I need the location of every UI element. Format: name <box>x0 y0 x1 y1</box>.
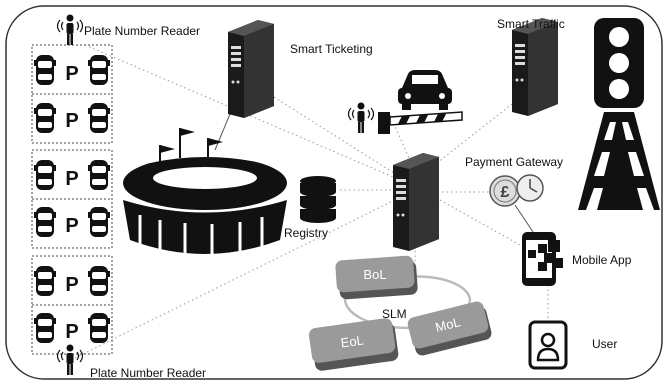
car-icon <box>88 313 110 343</box>
user-card-icon <box>528 320 568 370</box>
currency-icon: £ <box>489 175 521 207</box>
database-icon <box>300 176 336 223</box>
smartphone-icon <box>522 232 563 286</box>
plate-reader-bottom-label: Plate Number Reader <box>90 366 206 380</box>
parking-sign: P <box>65 63 78 85</box>
clock-icon <box>516 174 544 202</box>
car-icon <box>88 103 110 133</box>
barrier-icon <box>378 111 463 134</box>
server-icon <box>512 18 558 116</box>
mol-label: MoL <box>434 314 462 335</box>
user-label: User <box>592 337 617 351</box>
parking-lot: P P P P P P <box>31 44 113 355</box>
car-icon <box>398 70 452 110</box>
traffic-light-icon <box>594 18 644 108</box>
person-wireless-icon <box>347 101 375 134</box>
mol-key: MoL <box>407 301 492 356</box>
smart-ticketing-label: Smart Ticketing <box>290 42 373 56</box>
server-icon <box>393 153 439 251</box>
slm-lifecycle: BoL MoL EoL SLM <box>308 255 492 371</box>
parking-block-1: P P <box>31 44 113 144</box>
payment-app-link <box>514 204 536 236</box>
car-icon <box>34 103 56 133</box>
road-icon <box>578 112 660 210</box>
currency-symbol: £ <box>501 184 510 201</box>
parking-block-2: P P <box>31 149 113 249</box>
parking-sign: P <box>65 274 78 296</box>
person-wireless-icon <box>56 343 84 376</box>
slm-label: SLM <box>382 307 407 321</box>
stadium-icon <box>123 128 287 257</box>
car-icon <box>88 160 110 190</box>
car-icon <box>88 55 110 85</box>
server-icon <box>228 20 274 118</box>
bol-key: BoL <box>335 255 418 300</box>
parking-sign: P <box>65 168 78 190</box>
eol-label: EoL <box>340 332 365 350</box>
car-icon <box>34 55 56 85</box>
car-icon <box>34 160 56 190</box>
plate-reader-top-label: Plate Number Reader <box>84 24 200 38</box>
bol-label: BoL <box>363 267 386 282</box>
payment-gateway-label: Payment Gateway <box>465 155 563 169</box>
outer-frame <box>5 5 663 380</box>
car-icon <box>88 266 110 296</box>
parking-block-3: P P <box>31 255 113 355</box>
mobile-app-label: Mobile App <box>572 253 632 267</box>
parking-sign: P <box>65 321 78 343</box>
car-icon <box>34 207 56 237</box>
smart-traffic-label: Smart Traffic <box>497 17 565 31</box>
eol-key: EoL <box>308 318 399 371</box>
car-icon <box>88 207 110 237</box>
car-icon <box>34 313 56 343</box>
person-wireless-icon <box>56 13 84 46</box>
parking-sign: P <box>65 110 78 132</box>
car-icon <box>34 266 56 296</box>
parking-sign: P <box>65 215 78 237</box>
registry-label: Registry <box>284 226 328 240</box>
